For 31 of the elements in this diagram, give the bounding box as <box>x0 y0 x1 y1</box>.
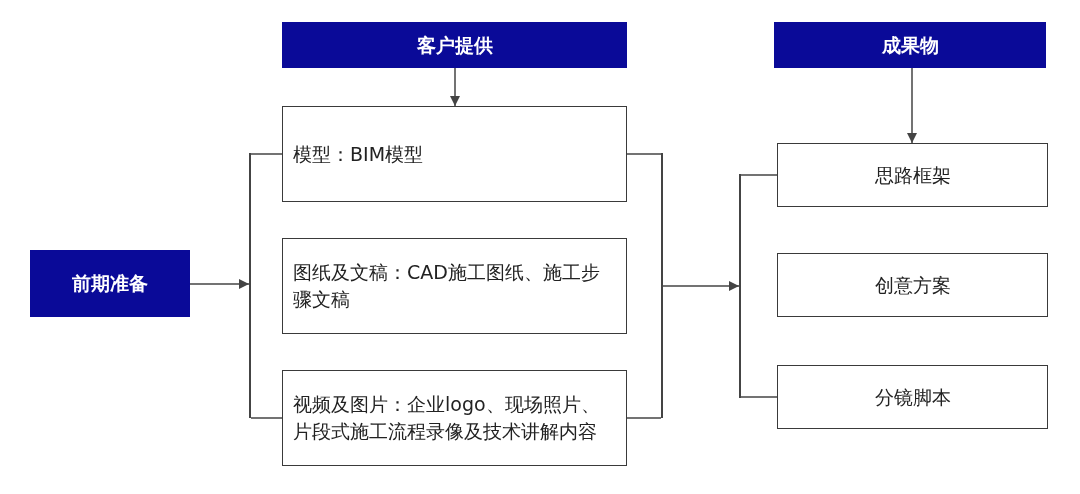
node-text: 视频及图片：企业logo、现场照片、片段式施工流程录像及技术讲解内容 <box>293 392 601 444</box>
node-text: 分镜脚本 <box>873 384 952 410</box>
connector-line <box>740 174 778 176</box>
node-text: 图纸及文稿：CAD施工图纸、施工步骤文稿 <box>293 260 601 312</box>
connector-line <box>250 153 283 155</box>
content-box <box>777 143 1048 207</box>
node-text: 成果物 <box>880 32 940 58</box>
node-text: 前期准备 <box>71 271 149 297</box>
header-box <box>30 250 190 317</box>
header-box <box>282 22 627 68</box>
connector-line <box>626 153 662 155</box>
connector-line <box>740 396 778 398</box>
content-box <box>282 106 627 202</box>
arrow <box>907 67 917 144</box>
arrow <box>189 279 250 289</box>
arrow <box>450 67 460 107</box>
connector-line <box>626 417 662 419</box>
connector-line <box>250 417 283 419</box>
content-box <box>282 370 627 466</box>
header-box <box>774 22 1046 68</box>
content-box <box>777 253 1048 317</box>
bracket-line <box>739 174 741 398</box>
node-text: 创意方案 <box>873 272 952 298</box>
node-text: 思路框架 <box>873 162 952 188</box>
node-text: 模型：BIM模型 <box>293 141 424 167</box>
bracket-line <box>661 153 663 418</box>
node-text: 客户提供 <box>415 32 494 58</box>
content-box <box>777 365 1048 429</box>
arrow <box>662 281 740 291</box>
bracket-line <box>249 153 251 418</box>
content-box <box>282 238 627 334</box>
